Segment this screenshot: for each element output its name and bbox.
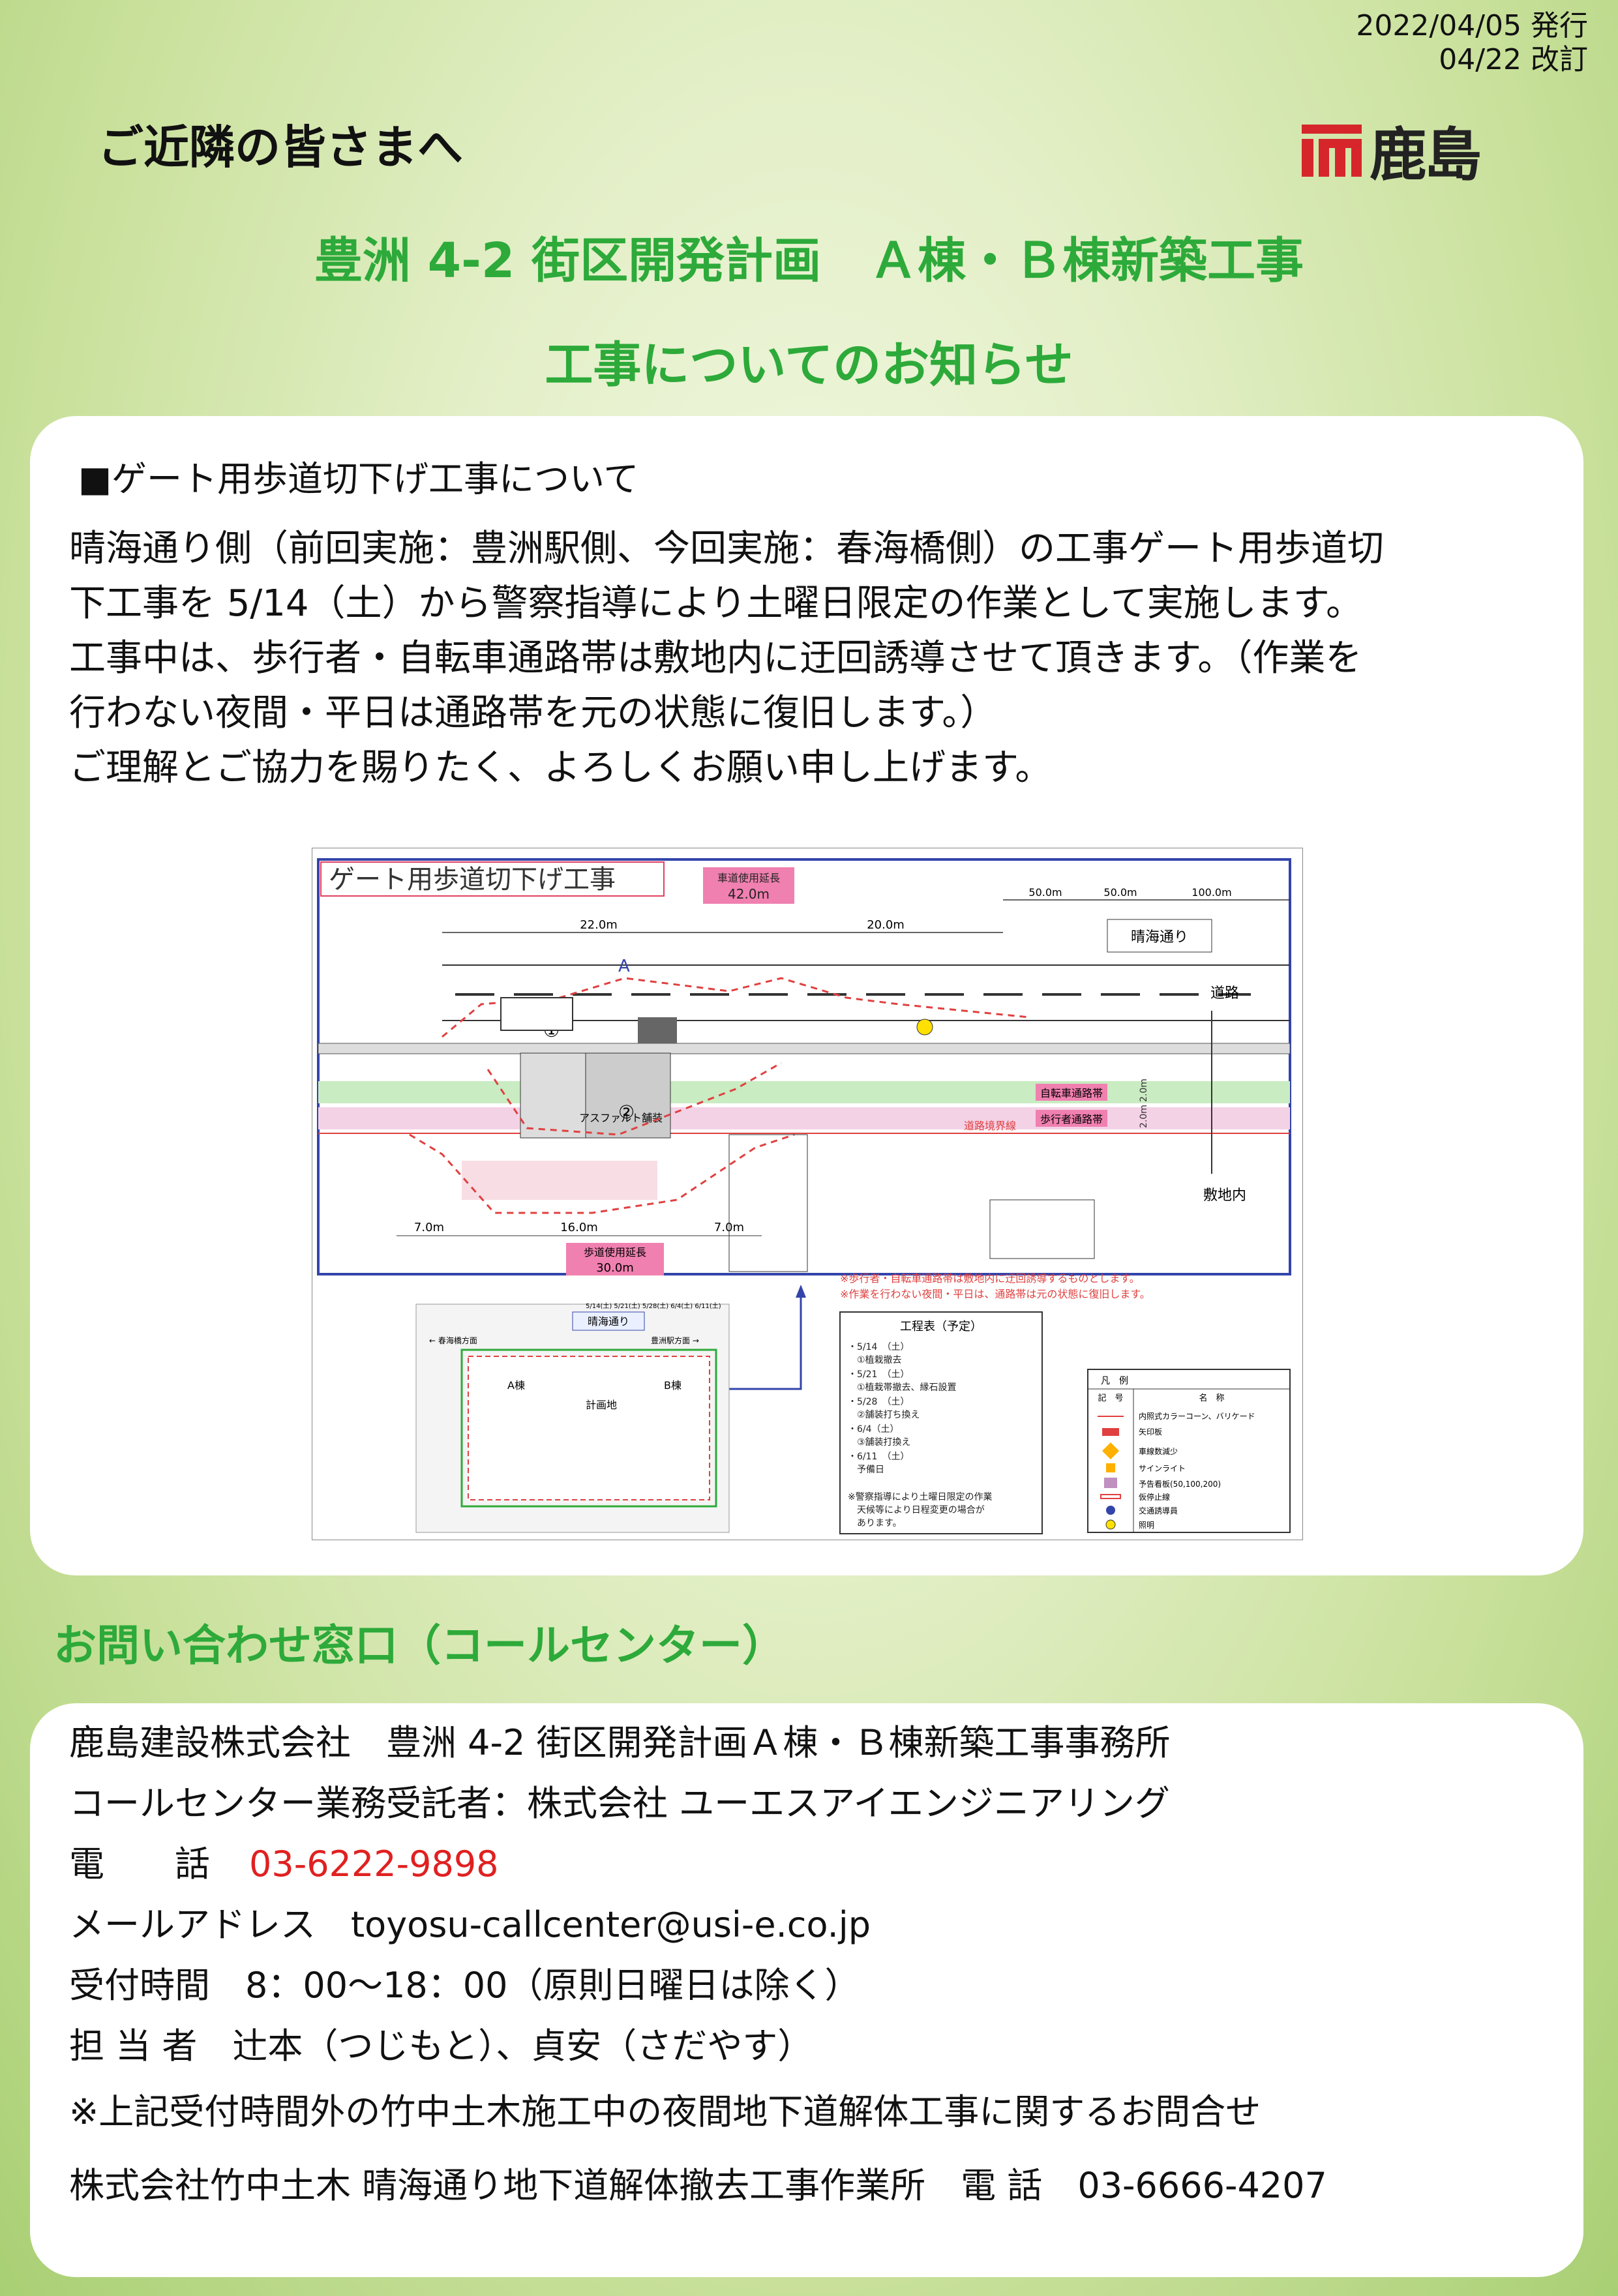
schedule-line: ①植栽帯撤去、縁石設置 <box>848 1382 957 1393</box>
contact-heading: お問い合わせ窓口（コールセンター） <box>53 1620 785 1671</box>
contact-company: 鹿島建設株式会社 豊洲 4-2 街区開発計画Ａ棟・Ｂ棟新築工事事務所 <box>69 1722 1171 1763</box>
mail-label: メールアドレス <box>69 1904 316 1945</box>
legend-item: 矢印板 <box>1139 1427 1162 1437</box>
map-dates-label: 5/14(土) 5/21(土) 5/28(土) 6/4(土) 6/11(土) <box>586 1302 721 1310</box>
person-label: 担 当 者 <box>69 2025 198 2066</box>
phone-number[interactable]: 03-6222-9898 <box>249 1843 499 1885</box>
contact-mail-row: メールアドレス toyosu-callcenter@usi-e.co.jp <box>69 1894 1327 1955</box>
dim-100: 100.0m <box>1191 886 1231 899</box>
legend-item: 照明 <box>1139 1521 1154 1530</box>
issue-date: 2022/04/05 発行 <box>1356 9 1588 42</box>
bike-lane-label: 自転車通路帯 <box>1040 1087 1103 1099</box>
sidewalk-use-length: 30.0m <box>596 1261 634 1275</box>
notice-heading: ■ゲート用歩道切下げ工事について <box>78 458 639 499</box>
dim-50a: 50.0m <box>1028 886 1062 899</box>
legend-item: 予告看板(50,100,200) <box>1139 1480 1221 1489</box>
notice-line: 晴海通り側（前回実施：豊洲駅側、今回実施：春海橋側）の工事ゲート用歩道切 <box>69 528 1384 570</box>
legend-head-name: 名 称 <box>1199 1393 1224 1403</box>
kajima-mark-icon <box>1302 125 1362 177</box>
map-toyosu-label: 豊洲駅方面 → <box>651 1335 699 1345</box>
page-title: 豊洲 4-2 街区開発計画 Ａ棟・Ｂ棟新築工事 <box>314 233 1304 289</box>
schedule-line: ②舗装打ち換え <box>848 1409 920 1420</box>
sidewalk-use-label: 歩道使用延長 <box>584 1246 646 1259</box>
note-2: ※作業を行わない夜間・平日は、通路帯は元の状態に復旧します。 <box>840 1288 1150 1300</box>
figure-title: ゲート用歩道切下げ工事 <box>329 865 616 895</box>
schedule-line: ・6/11 （土） <box>848 1452 909 1462</box>
legend-item: 車線数減少 <box>1139 1446 1178 1456</box>
road-label: 道路 <box>1210 985 1239 1002</box>
other-phone-number[interactable]: 03-6666-4207 <box>1077 2165 1327 2206</box>
dim-20: 20.0m <box>867 918 905 932</box>
hours-label: 受付時間 <box>69 1965 210 2006</box>
note-1: ※歩行者・自転車通路帯は敷地内に迂回誘導するものとします。 <box>840 1272 1140 1285</box>
map-b-label: B棟 <box>664 1379 682 1392</box>
dim-22: 22.0m <box>580 918 618 932</box>
construction-drawing: ゲート用歩道切下げ工事 車道使用延長 42.0m 22.0m 20.0m 50.… <box>312 848 1303 1540</box>
legend-item: 内照式カラーコーン、バリケード <box>1139 1412 1255 1421</box>
logo-text: 鹿島 <box>1370 121 1482 188</box>
dim-16: 16.0m <box>560 1221 598 1234</box>
hours-value: 8：00～18：00（原則日曜日は除く） <box>245 1965 860 2006</box>
notice-line: ご理解とご協力を賜りたく、よろしくお願い申し上げます。 <box>69 747 1052 789</box>
mail-address[interactable]: toyosu-callcenter@usi-e.co.jp <box>351 1904 871 1945</box>
schedule-line: 天候等により日程変更の場合が <box>848 1504 985 1515</box>
contact-other-row: 株式会社竹中土木 晴海通り地下道解体撤去工事作業所電 話 03-6666-4207 <box>69 2155 1327 2216</box>
contact-panel <box>30 1703 1583 2277</box>
map-a-label: A棟 <box>507 1379 525 1392</box>
revision-date: 04/22 改訂 <box>1439 43 1588 76</box>
map-harumibashi-label: ← 春海橋方面 <box>429 1335 477 1345</box>
dim-50b: 50.0m <box>1103 886 1137 899</box>
schedule-line: ・6/4（土） <box>848 1424 899 1435</box>
phone-label: 電 話 <box>69 1843 210 1885</box>
legend-item: 交通誘導員 <box>1139 1506 1178 1515</box>
contact-phone-row: 電 話 03-6222-9898 <box>69 1834 1327 1894</box>
boundary-label: 道路境界線 <box>964 1120 1016 1132</box>
plan-frame <box>317 858 1291 1275</box>
notice-line: 行わない夜間・平日は通路帯を元の状態に復旧します。） <box>69 692 997 734</box>
page-subtitle: 工事についてのお知らせ <box>545 337 1073 393</box>
person-value: 辻本（つじもと）、貞安（さだやす） <box>232 2025 813 2066</box>
contact-person-row: 担 当 者辻本（つじもと）、貞安（さだやす） <box>69 2016 1327 2076</box>
map-harumi-label: 晴海通り <box>588 1315 629 1328</box>
contact-callcenter: コールセンター業務受託者：株式会社 ユーエスアイエンジニアリング <box>69 1783 1170 1824</box>
dim-7: 7.0m <box>414 1221 444 1234</box>
schedule-line: ※警察指導により土曜日限定の作業 <box>848 1491 992 1502</box>
legend-item: サインライト <box>1139 1464 1186 1473</box>
legend-item: 仮停止線 <box>1139 1492 1170 1502</box>
map-site-label: 計画地 <box>586 1399 617 1411</box>
site-label: 敷地内 <box>1203 1187 1246 1204</box>
road-use-length: 42.0m <box>728 886 770 902</box>
contact-note: ※上記受付時間外の竹中土木施工中の夜間地下道解体工事に関するお問合せ <box>69 2091 1261 2132</box>
other-phone-label: 電 話 <box>961 2165 1043 2206</box>
schedule-line: あります。 <box>848 1518 902 1528</box>
ped-lane-label: 歩行者通路帯 <box>1040 1113 1103 1126</box>
area-2: ② <box>618 1101 635 1123</box>
schedule-line: 予備日 <box>848 1465 884 1475</box>
schedule-line: ・5/21 （土） <box>848 1369 909 1380</box>
notice-body: 晴海通り側（前回実施：豊洲駅側、今回実施：春海橋側）の工事ゲート用歩道切 下工事… <box>69 522 1543 796</box>
greeting: ご近隣の皆さまへ <box>98 121 463 174</box>
issue-dates: 2022/04/05 発行 04/22 改訂 <box>1356 9 1588 77</box>
schedule-line: ・5/14 （土） <box>848 1342 909 1352</box>
asphalt-label: アスファルト舗装 <box>579 1112 663 1124</box>
other-company: 株式会社竹中土木 晴海通り地下道解体撤去工事作業所 <box>69 2165 926 2206</box>
schedule-title: 工程表（予定） <box>900 1320 982 1334</box>
harumi-dori-label: 晴海通り <box>1131 929 1188 946</box>
legend-head-symbol: 記 号 <box>1098 1393 1123 1403</box>
legend-title: 凡 例 <box>1101 1376 1128 1386</box>
schedule-line: ・5/28 （土） <box>848 1397 909 1407</box>
width-2b: 2.0m <box>1139 1105 1149 1128</box>
kajima-logo: 鹿島 <box>1299 117 1508 188</box>
contact-hours-row: 受付時間 8：00～18：00（原則日曜日は除く） <box>69 1955 1327 2016</box>
contact-body: 鹿島建設株式会社 豊洲 4-2 街区開発計画Ａ棟・Ｂ棟新築工事事務所 コールセン… <box>69 1712 1327 2216</box>
schedule-line: ③舗装打換え <box>848 1437 911 1448</box>
schedule-line: ①植栽撤去 <box>848 1355 902 1365</box>
width-2a: 2.0m <box>1139 1079 1149 1102</box>
road-use-label: 車道使用延長 <box>717 872 780 884</box>
notice-line: 下工事を 5/14（土）から警察指導により土曜日限定の作業として実施します。 <box>69 582 1363 625</box>
section-mark-a: A <box>618 957 630 976</box>
notice-line: 工事中は、歩行者・自転車通路帯は敷地内に迂回誘導させて頂きます。（作業を <box>69 637 1362 679</box>
